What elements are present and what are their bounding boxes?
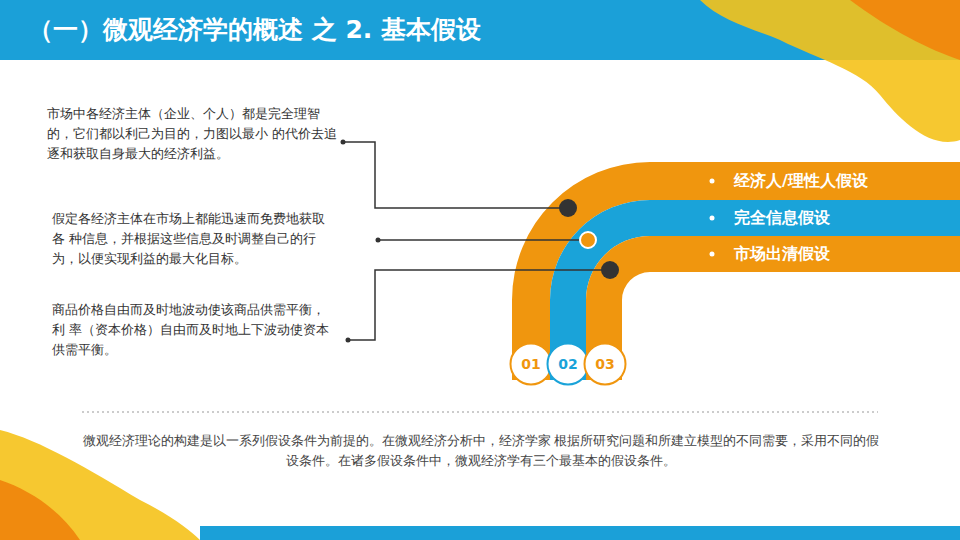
slide-title: （一）微观经济学的概述 之 2. 基本假设 — [28, 14, 481, 46]
band-label: 完全信息假设 — [734, 208, 830, 228]
leader-line — [378, 239, 580, 241]
description-text: 假定各经济主体在市场上都能迅速而免费地获取各 种信息，并根据这些信息及时调整自己… — [52, 209, 337, 269]
leader-line — [343, 142, 560, 208]
dotted-divider — [82, 411, 878, 412]
band-path — [586, 236, 960, 380]
number-circle: 02 — [546, 342, 590, 386]
bullet-dot — [710, 216, 715, 221]
callout-number: 01 — [509, 356, 553, 372]
leader-end — [341, 140, 346, 145]
number-circle: 01 — [509, 342, 553, 386]
anchor-dot — [559, 199, 577, 217]
brush-stroke — [700, 0, 960, 142]
bullet-dot — [710, 252, 715, 257]
brush-stroke — [850, 0, 960, 60]
leader-line — [348, 270, 602, 340]
leader-end — [376, 238, 381, 243]
leader-end — [346, 338, 351, 343]
callout-number: 03 — [583, 356, 627, 372]
description-text: 商品价格自由而及时地波动使该商品供需平衡，利 率（资本价格）自由而及时地上下波动… — [52, 300, 337, 360]
caption-text: 微观经济理论的构建是以一系列假设条件为前提的。在微观经济分析中，经济学家 根据所… — [82, 431, 880, 471]
band-label: 市场出清假设 — [734, 244, 830, 264]
number-circle: 03 — [583, 342, 627, 386]
bullet-dot — [710, 179, 715, 184]
anchor-dot — [601, 261, 619, 279]
brush-stroke — [0, 480, 80, 540]
anchor-dot — [580, 232, 596, 248]
band-label: 经济人/理性人假设 — [734, 171, 868, 191]
description-text: 市场中各经济主体（企业、个人）都是完全理智的，它们都以利己为目的，力图以最小 的… — [47, 104, 337, 164]
callout-number: 02 — [546, 356, 590, 372]
bottom-bar — [200, 526, 960, 540]
